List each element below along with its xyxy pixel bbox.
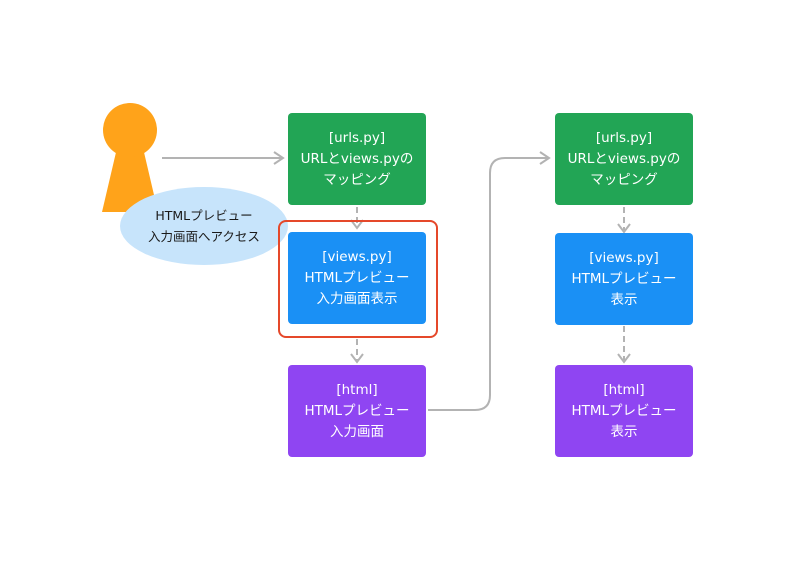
connector-left-views-to-html: [350, 339, 364, 364]
connector-user-to-urls: [162, 151, 285, 165]
right-html-box: [html] HTMLプレビュー 表示: [555, 365, 693, 457]
connector-right-views-to-html: [617, 326, 631, 364]
right-html-line2: HTMLプレビュー: [571, 402, 677, 419]
left-views-line1: [views.py]: [322, 248, 392, 265]
user-action-bubble: HTMLプレビュー 入力画面へアクセス: [120, 187, 288, 265]
right-views-line1: [views.py]: [589, 249, 659, 266]
user-action-line1: HTMLプレビュー: [155, 208, 253, 223]
right-html-line3: 表示: [610, 423, 638, 440]
left-urls-box: [urls.py] URLとviews.pyの マッピング: [288, 113, 426, 205]
left-views-line3: 入力画面表示: [316, 290, 398, 307]
right-views-box: [views.py] HTMLプレビュー 表示: [555, 233, 693, 325]
right-html-line1: [html]: [603, 381, 645, 398]
left-html-line1: [html]: [336, 381, 378, 398]
connector-left-urls-to-views: [350, 207, 364, 230]
left-views-box: [views.py] HTMLプレビュー 入力画面表示: [288, 232, 426, 324]
left-html-box: [html] HTMLプレビュー 入力画面: [288, 365, 426, 457]
right-urls-line2: URLとviews.pyの: [567, 150, 681, 167]
right-urls-box: [urls.py] URLとviews.pyの マッピング: [555, 113, 693, 205]
connector-right-urls-to-views: [617, 207, 631, 234]
left-urls-line3: マッピング: [323, 171, 391, 188]
right-urls-line3: マッピング: [590, 171, 658, 188]
left-html-line3: 入力画面: [330, 423, 384, 440]
left-views-line2: HTMLプレビュー: [304, 269, 410, 286]
connector-html-to-right-urls: [428, 151, 551, 411]
highlight-frame: [278, 220, 438, 338]
right-views-line3: 表示: [610, 291, 638, 308]
left-urls-line1: [urls.py]: [328, 129, 386, 146]
user-action-line2: 入力画面へアクセス: [148, 229, 260, 244]
left-urls-line2: URLとviews.pyの: [300, 150, 414, 167]
right-views-line2: HTMLプレビュー: [571, 270, 677, 287]
right-urls-line1: [urls.py]: [595, 129, 653, 146]
person-icon: [102, 103, 158, 212]
left-html-line2: HTMLプレビュー: [304, 402, 410, 419]
